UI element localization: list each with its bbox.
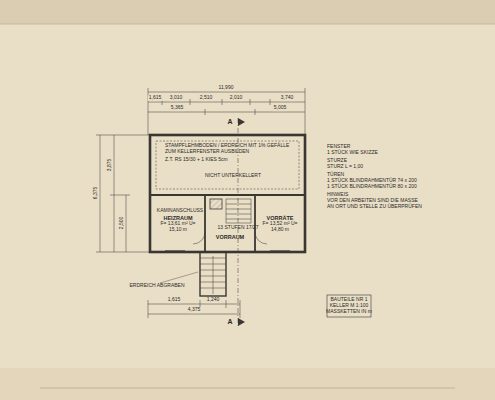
dimension: 1,615 xyxy=(167,297,182,303)
note: Z.T. RS 15/30 + 1 KIES 5cm xyxy=(165,157,228,163)
note: 13 STUFEN 17/27 xyxy=(218,225,259,231)
note: ERDREICH ABGRABEN xyxy=(129,283,184,289)
spec-text: AN ORT UND STELLE ZU ÜBERPRÜFEN xyxy=(327,204,422,210)
dimension: 1,615 xyxy=(148,95,163,101)
dimension: 2,500 xyxy=(119,216,125,231)
dimension: 11,990 xyxy=(218,85,235,91)
spec-text: VOR DEN ARBEITEN SIND DIE MASSE xyxy=(327,198,418,204)
title-block: KELLER M 1:100 xyxy=(330,303,369,309)
spec-text: 1 STÜCK BLINDRAHMENTÜR 74 x 200 xyxy=(327,178,417,184)
dimension: 6,375 xyxy=(93,186,99,201)
note: KAMINANSCHLUSS xyxy=(157,208,203,214)
spec-text: STURZ L = 1,00 xyxy=(327,164,363,170)
section-mark: A xyxy=(227,318,232,326)
room-area-value: F= 13,61 m² U= 15,10 m xyxy=(155,221,201,233)
room-area: HEIZRAUMF= 13,61 m² U= 15,10 m xyxy=(152,197,204,251)
dimension: 3,010 xyxy=(169,95,184,101)
spec-text: 1 STÜCK BLINDRAHMENTÜR 80 x 200 xyxy=(327,184,417,190)
spec-heading: FENSTER xyxy=(327,144,350,150)
dimension: 2,510 xyxy=(199,95,214,101)
room-area-value: F= 13,52 m² U= 14,80 m xyxy=(259,221,301,233)
dimension: 3,875 xyxy=(107,158,113,173)
dimension: 1,240 xyxy=(206,297,221,303)
dimension: 5,005 xyxy=(273,105,288,111)
room-name: VORRAUM xyxy=(216,234,244,240)
dimension: 2,010 xyxy=(229,95,244,101)
title-block: BAUTEILE NR 1 xyxy=(331,297,368,303)
section-mark: A xyxy=(227,118,232,126)
note: NICHT UNTERKELLERT xyxy=(205,173,261,179)
spec-heading: TÜREN xyxy=(327,172,344,178)
note: ZUM KELLERFENSTER AUSBILDEN xyxy=(165,149,249,155)
spec-text: 1 STÜCK WIE SKIZZE xyxy=(327,150,378,156)
spec-heading: STURZE xyxy=(327,158,347,164)
title-block: MASSKETTEN IN m xyxy=(326,309,372,315)
dimension: 4,375 xyxy=(187,307,202,313)
spec-heading: HINWEIS xyxy=(327,192,348,198)
room-area: VORRÄTEF= 13,52 m² U= 14,80 m xyxy=(256,197,304,251)
note: STAMPFLEHMBODEN / ERDREICH MIT 1% GEFÄLL… xyxy=(165,143,289,149)
dimension: 5,365 xyxy=(170,105,185,111)
dimension: 3,740 xyxy=(280,95,295,101)
